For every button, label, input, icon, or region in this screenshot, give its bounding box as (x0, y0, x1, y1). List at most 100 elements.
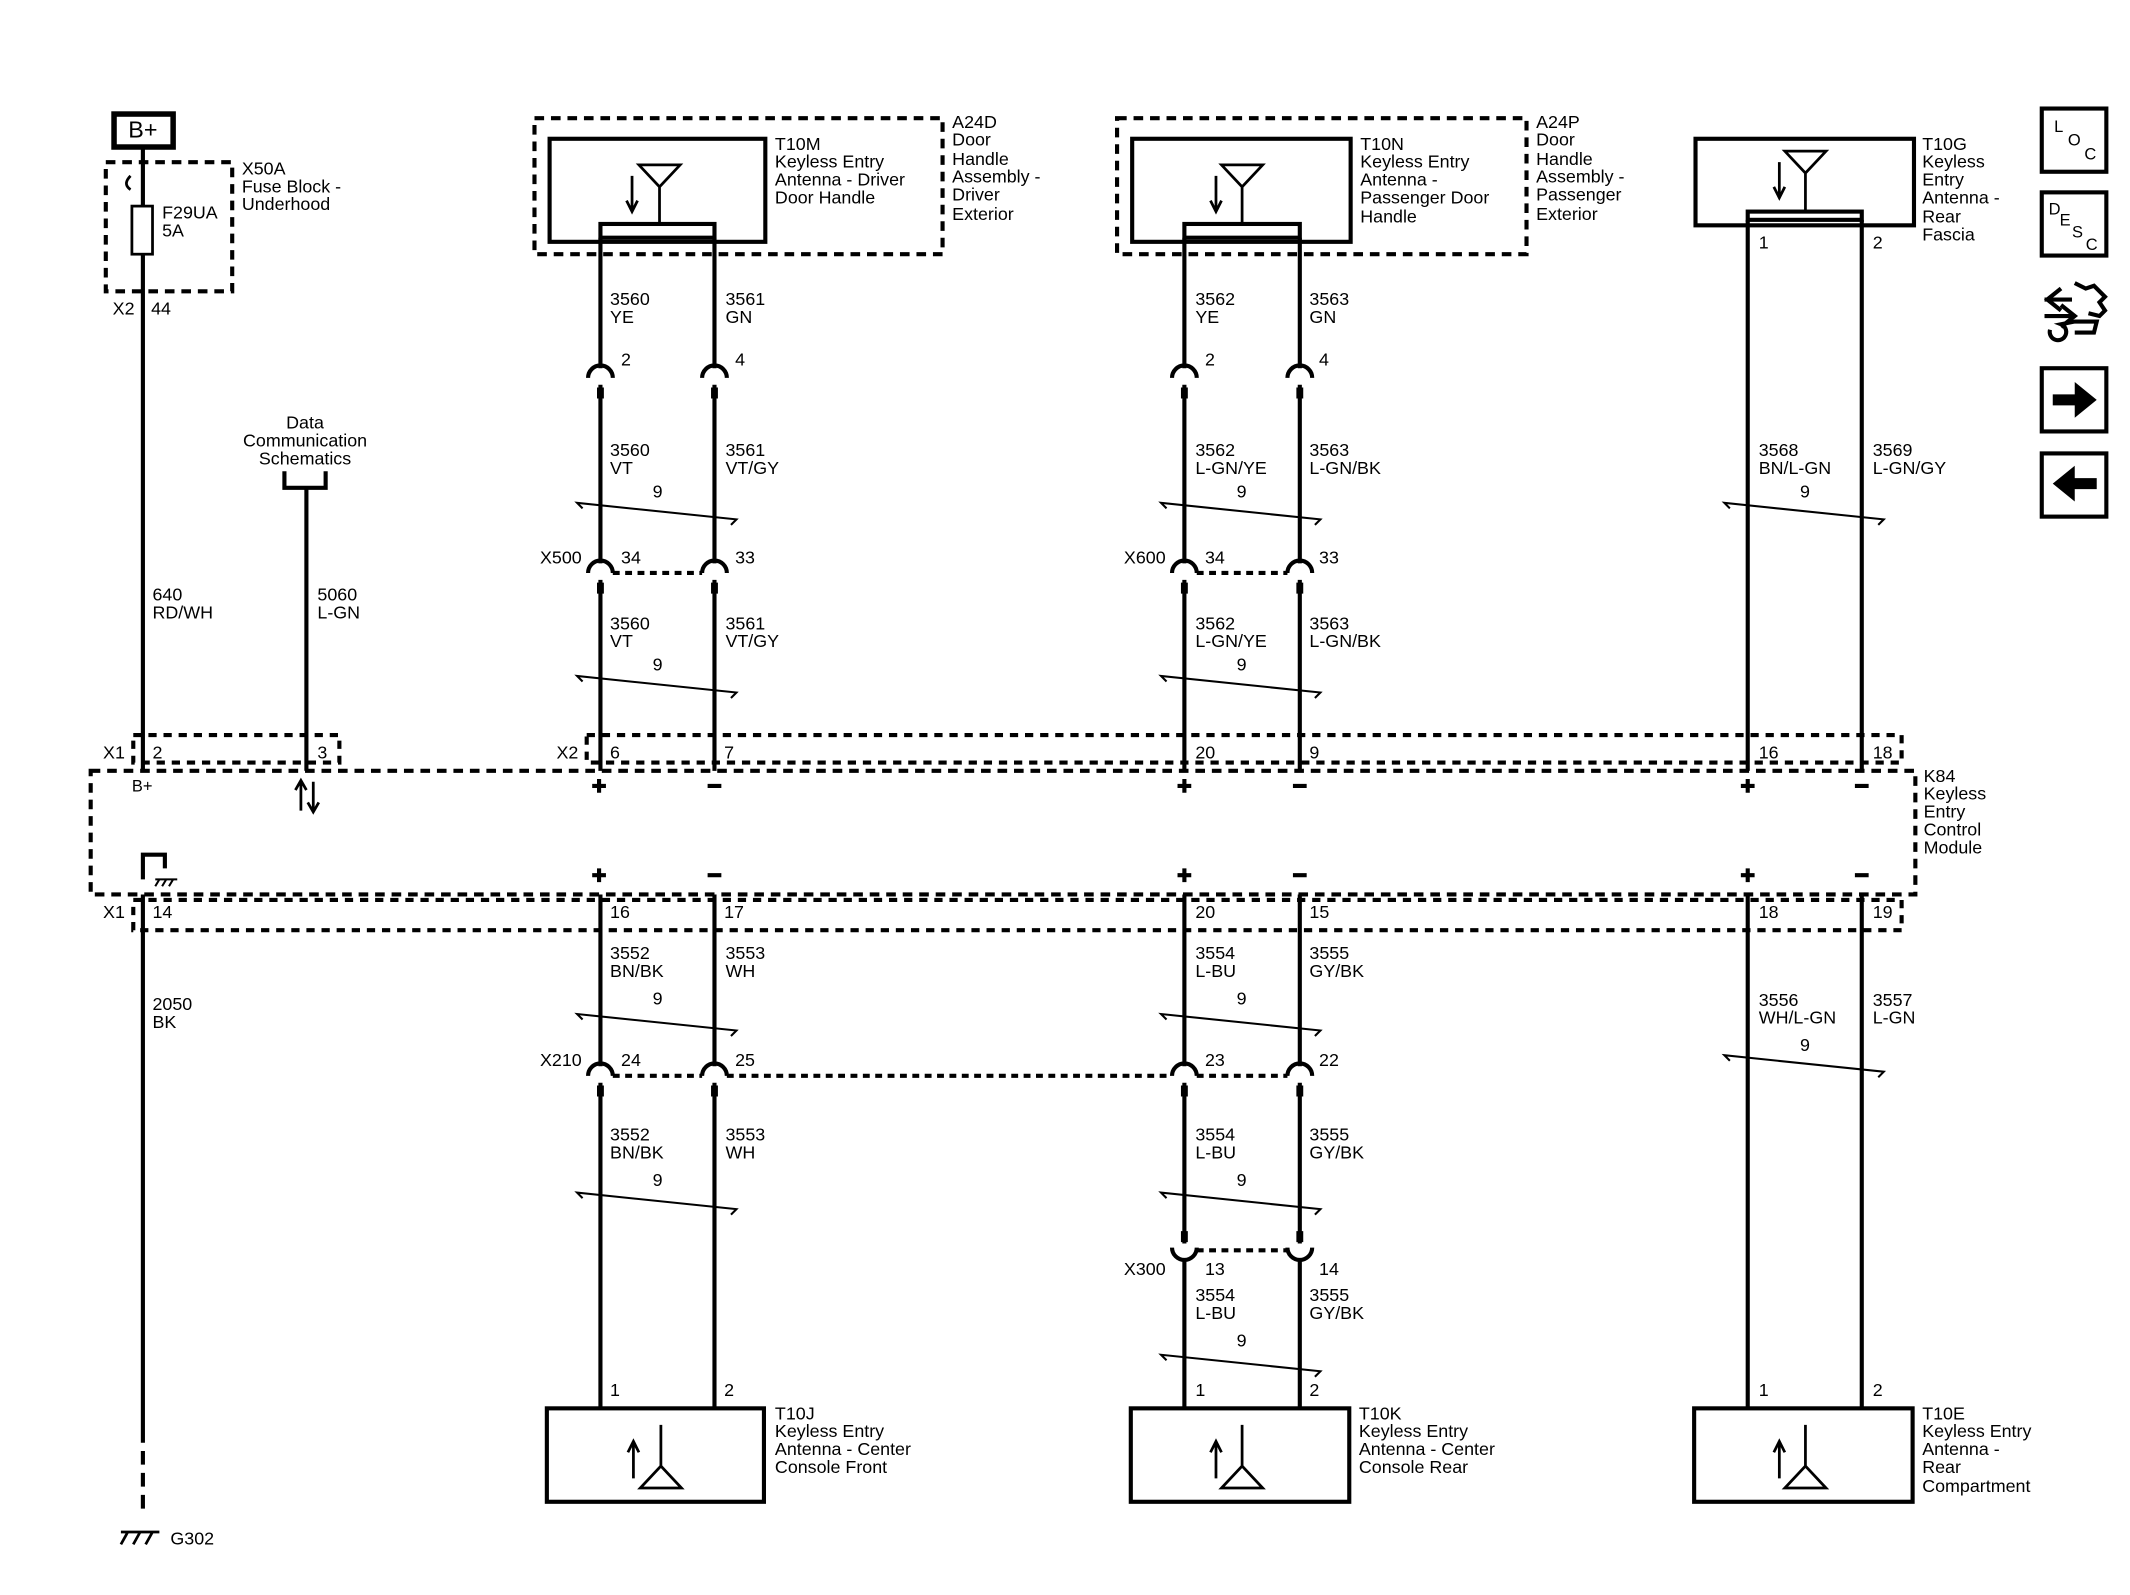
wire-3562-color-3: L-GN/YE (1195, 631, 1267, 651)
passenger-connector-heads (1169, 363, 1315, 1263)
bplus-source: B+ (111, 111, 176, 150)
wire-3561-circuit-1: 3561 (725, 289, 765, 309)
module-x2-connector (584, 733, 1904, 765)
antenna-t10k-name-3: Console Rear (1359, 1457, 1468, 1477)
antenna-t10m-name-1: Keyless Entry (775, 152, 884, 172)
loc-button[interactable]: L O C (2039, 106, 2109, 174)
antenna-t10e-name-4: Compartment (1922, 1476, 2030, 1496)
antenna-t10g-name-1: Keyless (1922, 152, 1985, 172)
x500-pin-34: 34 (621, 547, 641, 567)
desc-letter-c: C (2086, 236, 2098, 254)
module-x2-label: X2 (556, 742, 578, 762)
ground-id: G302 (170, 1528, 214, 1548)
module-bottom-pin-15: 15 (1309, 902, 1329, 922)
antenna-t10n-id: T10N (1360, 134, 1404, 154)
loc-letter-l: L (2054, 118, 2063, 136)
wire-3568-circuit: 3568 (1759, 440, 1799, 460)
antenna-t10e-box (1692, 1406, 1915, 1504)
assembly-a24p-id: A24P (1536, 112, 1580, 132)
antenna-t10g-name-5: Fascia (1922, 224, 1975, 244)
wire-3552-circuit-1: 3552 (610, 943, 650, 963)
module-pin-ground: 14 (153, 902, 173, 922)
connector-x600-label: X600 (1124, 547, 1166, 567)
wire-3552-color-2: BN/BK (610, 1142, 664, 1162)
wire-3555-circuit-3: 3555 (1309, 1285, 1349, 1305)
wire-3557-circuit: 3557 (1873, 990, 1913, 1010)
connector-diagnostics-icon[interactable] (2043, 281, 2108, 343)
antenna-t10g-name-2: Entry (1922, 169, 1964, 189)
desc-letter-d: D (2049, 200, 2061, 218)
loc-letter-o: O (2068, 132, 2081, 150)
antenna-t10k-id: T10K (1359, 1403, 1402, 1423)
twist-label-6: 9 (1237, 655, 1247, 675)
wire-3554-color-3: L-BU (1195, 1303, 1236, 1323)
x600-pin-33: 33 (1319, 547, 1339, 567)
assembly-a24d-name-5: Exterior (952, 204, 1014, 224)
antenna-t10n-name-3: Passenger Door (1360, 187, 1489, 207)
x210-pin-22: 22 (1319, 1050, 1339, 1070)
twist-label-11: 9 (1800, 1035, 1810, 1055)
antenna-t10j-name-1: Keyless Entry (775, 1421, 884, 1441)
antenna-t10j-name-2: Antenna - Center (775, 1439, 911, 1459)
antenna-t10m-box (547, 136, 768, 244)
wire-2050-circuit: 2050 (153, 994, 193, 1014)
twist-label-9: 9 (1237, 1331, 1247, 1351)
x210-pin-23: 23 (1205, 1050, 1225, 1070)
module-top-pin-16: 16 (1759, 742, 1779, 762)
module-bottom-pin-16: 16 (610, 902, 630, 922)
fuse-block-name-2: Underhood (242, 194, 330, 214)
t10e-pin-1: 1 (1759, 1380, 1769, 1400)
t10k-pin-1: 1 (1195, 1380, 1205, 1400)
wire-3560-circuit-3: 3560 (610, 613, 650, 633)
fuse-id: F29UA (162, 202, 218, 222)
x210-pin-24: 24 (621, 1050, 641, 1070)
wire-3553-color-1: WH (725, 961, 755, 981)
wire-3562-color-2: L-GN/YE (1195, 458, 1267, 478)
bidirectional-arrows-icon (294, 777, 320, 815)
polarity-markers (592, 779, 1869, 883)
module-top-pin-20: 20 (1195, 742, 1215, 762)
assembly-a24d-outline (532, 116, 945, 257)
wire-3553-color-2: WH (725, 1142, 755, 1162)
module-x1-bottom-connector (131, 897, 1904, 933)
module-pin-data: 3 (317, 742, 327, 762)
wire-3555-color-3: GY/BK (1309, 1303, 1364, 1323)
wire-640-color: RD/WH (153, 602, 214, 622)
loc-letter-c: C (2084, 145, 2096, 163)
wire-3555-circuit-1: 3555 (1309, 943, 1349, 963)
module-top-pin-6: 6 (610, 742, 620, 762)
assembly-a24p-name-2: Handle (1536, 149, 1593, 169)
previous-page-icon (2052, 465, 2097, 502)
module-name-1: Keyless (1924, 784, 1987, 804)
wire-2050-color: BK (153, 1012, 177, 1032)
wire-5060-color: L-GN (317, 602, 360, 622)
module-top-pin-7: 7 (724, 742, 734, 762)
twist-label-5: 9 (1237, 481, 1247, 501)
assembly-a24p-name-1: Door (1536, 130, 1575, 150)
desc-button[interactable]: D E S C (2039, 190, 2109, 258)
module-bottom-pin-17: 17 (724, 902, 744, 922)
assembly-a24d-name-3: Assembly - (952, 167, 1040, 187)
x210-pin-25: 25 (735, 1050, 755, 1070)
assembly-a24d-name-1: Door (952, 130, 991, 150)
wire-3555-circuit-2: 3555 (1309, 1124, 1349, 1144)
t10e-pin-2: 2 (1873, 1380, 1883, 1400)
wire-3563-color-2: L-GN/BK (1309, 458, 1381, 478)
previous-page-button[interactable] (2039, 451, 2109, 519)
assembly-a24d-name-4: Driver (952, 185, 1000, 205)
antenna-t10m-name-3: Door Handle (775, 187, 875, 207)
next-page-button[interactable] (2039, 366, 2109, 434)
wire-3560-color-1: YE (610, 307, 634, 327)
module-pin-bplus: 2 (153, 742, 163, 762)
fuse-rating: 5A (162, 220, 184, 240)
wire-3555-color-1: GY/BK (1309, 961, 1364, 981)
wire-3563-circuit-1: 3563 (1309, 289, 1349, 309)
twist-label-2: 9 (653, 655, 663, 675)
wire-3556-color: WH/L-GN (1759, 1008, 1836, 1028)
bplus-label: B+ (128, 116, 157, 142)
antenna-t10k-name-2: Antenna - Center (1359, 1439, 1495, 1459)
data-comm-label-2: Communication (243, 431, 367, 451)
antenna-t10n-name-1: Keyless Entry (1360, 152, 1469, 172)
wire-3561-color-2: VT/GY (725, 458, 779, 478)
